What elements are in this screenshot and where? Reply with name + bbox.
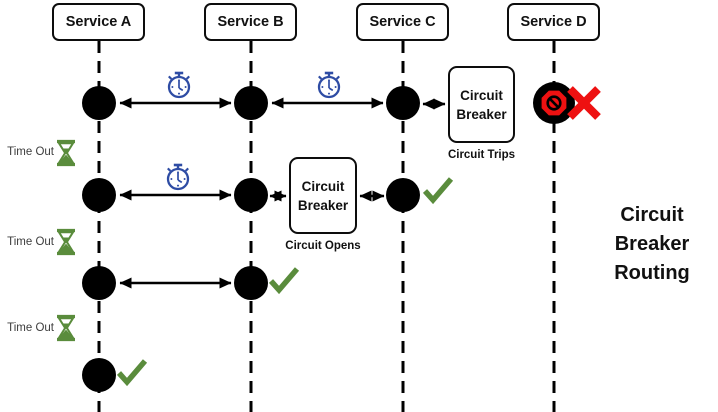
- title-line: Breaker: [614, 233, 690, 255]
- request-node-r1-a: [82, 86, 116, 120]
- breaker-line2: Breaker: [456, 106, 507, 122]
- request-node-r1-c: [386, 86, 420, 120]
- request-node-r4-a: [82, 358, 116, 392]
- service-box-a: Service A: [52, 3, 145, 41]
- timer-stopwatch-icon: [166, 163, 190, 191]
- service-box-d: Service D: [507, 3, 600, 41]
- service-label: Service B: [217, 14, 284, 30]
- breaker-line1: Circuit: [460, 87, 503, 103]
- timeout-label: Time Out: [7, 322, 54, 334]
- timeout-hourglass-icon: [55, 139, 77, 167]
- no-entry-blocked-icon: [533, 82, 575, 124]
- failure-x-icon: [567, 86, 601, 120]
- service-label: Service C: [369, 14, 436, 30]
- service-label: Service D: [520, 14, 587, 30]
- timeout-label: Time Out: [7, 146, 54, 158]
- service-box-c: Service C: [356, 3, 449, 41]
- circuit-breaker-box-trips: Circuit Breaker: [448, 66, 515, 143]
- timeout-hourglass-icon: [55, 314, 77, 342]
- success-check-icon: [119, 361, 145, 382]
- service-box-b: Service B: [204, 3, 297, 41]
- request-node-r2-a: [82, 178, 116, 212]
- success-check-icon: [271, 269, 297, 290]
- circuit-breaker-box-opens: Circuit Breaker: [289, 157, 357, 234]
- service-label: Service A: [65, 14, 132, 30]
- request-node-r1-b: [234, 86, 268, 120]
- timeout-hourglass-icon: [55, 228, 77, 256]
- diagram-title: Circuit Breaker Routing: [596, 201, 708, 288]
- circuit-trips-caption: Circuit Trips: [447, 149, 516, 161]
- title-line: Circuit: [620, 204, 684, 226]
- timeout-label: Time Out: [7, 236, 54, 248]
- timer-stopwatch-icon: [167, 71, 191, 99]
- timer-stopwatch-icon: [317, 71, 341, 99]
- breaker-line2: Breaker: [297, 197, 349, 213]
- request-node-r3-b: [234, 266, 268, 300]
- success-check-icon: [425, 179, 451, 200]
- request-node-r3-a: [82, 266, 116, 300]
- request-node-r2-c: [386, 178, 420, 212]
- circuit-opens-caption: Circuit Opens: [285, 240, 361, 252]
- title-line: Routing: [614, 262, 690, 284]
- request-node-r2-b: [234, 178, 268, 212]
- breaker-line1: Circuit: [301, 178, 345, 194]
